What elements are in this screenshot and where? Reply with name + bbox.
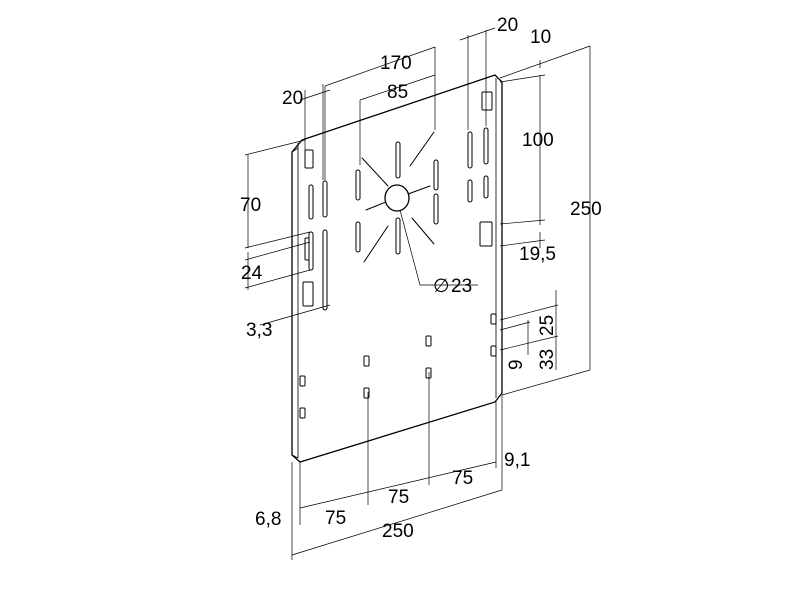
dim-9-1: 9,1 <box>504 450 530 471</box>
dim-75-a: 75 <box>325 508 346 529</box>
dim-75-c: 75 <box>452 468 473 489</box>
dim-top-20-right: 20 <box>497 15 518 36</box>
dim-250-width: 250 <box>382 521 414 542</box>
diameter-symbol: ∅ <box>433 276 450 297</box>
dim-170: 170 <box>380 53 412 74</box>
slots <box>299 91 497 419</box>
dim-33: 33 <box>537 349 558 370</box>
dim-diameter-23: 23 <box>451 276 472 297</box>
center-hole <box>384 184 410 212</box>
dim-100: 100 <box>522 130 554 151</box>
dimension-lines <box>244 27 591 560</box>
dim-25: 25 <box>537 315 558 336</box>
dim-9: 9 <box>506 359 527 370</box>
dim-85: 85 <box>387 82 408 103</box>
dim-top-10: 10 <box>530 27 551 48</box>
dim-left-20: 20 <box>282 88 303 109</box>
dim-70: 70 <box>240 195 261 216</box>
dim-19-5: 19,5 <box>519 244 556 265</box>
dim-3-3: 3,3 <box>246 320 272 341</box>
dim-6-8: 6,8 <box>255 509 281 530</box>
dim-24: 24 <box>241 263 263 284</box>
dim-75-b: 75 <box>388 487 409 508</box>
dimension-labels: 20 10 170 85 20 100 250 70 24 19,5 ∅ 23 … <box>240 15 602 542</box>
plate-outline <box>291 74 503 463</box>
dim-250-height: 250 <box>570 199 602 220</box>
